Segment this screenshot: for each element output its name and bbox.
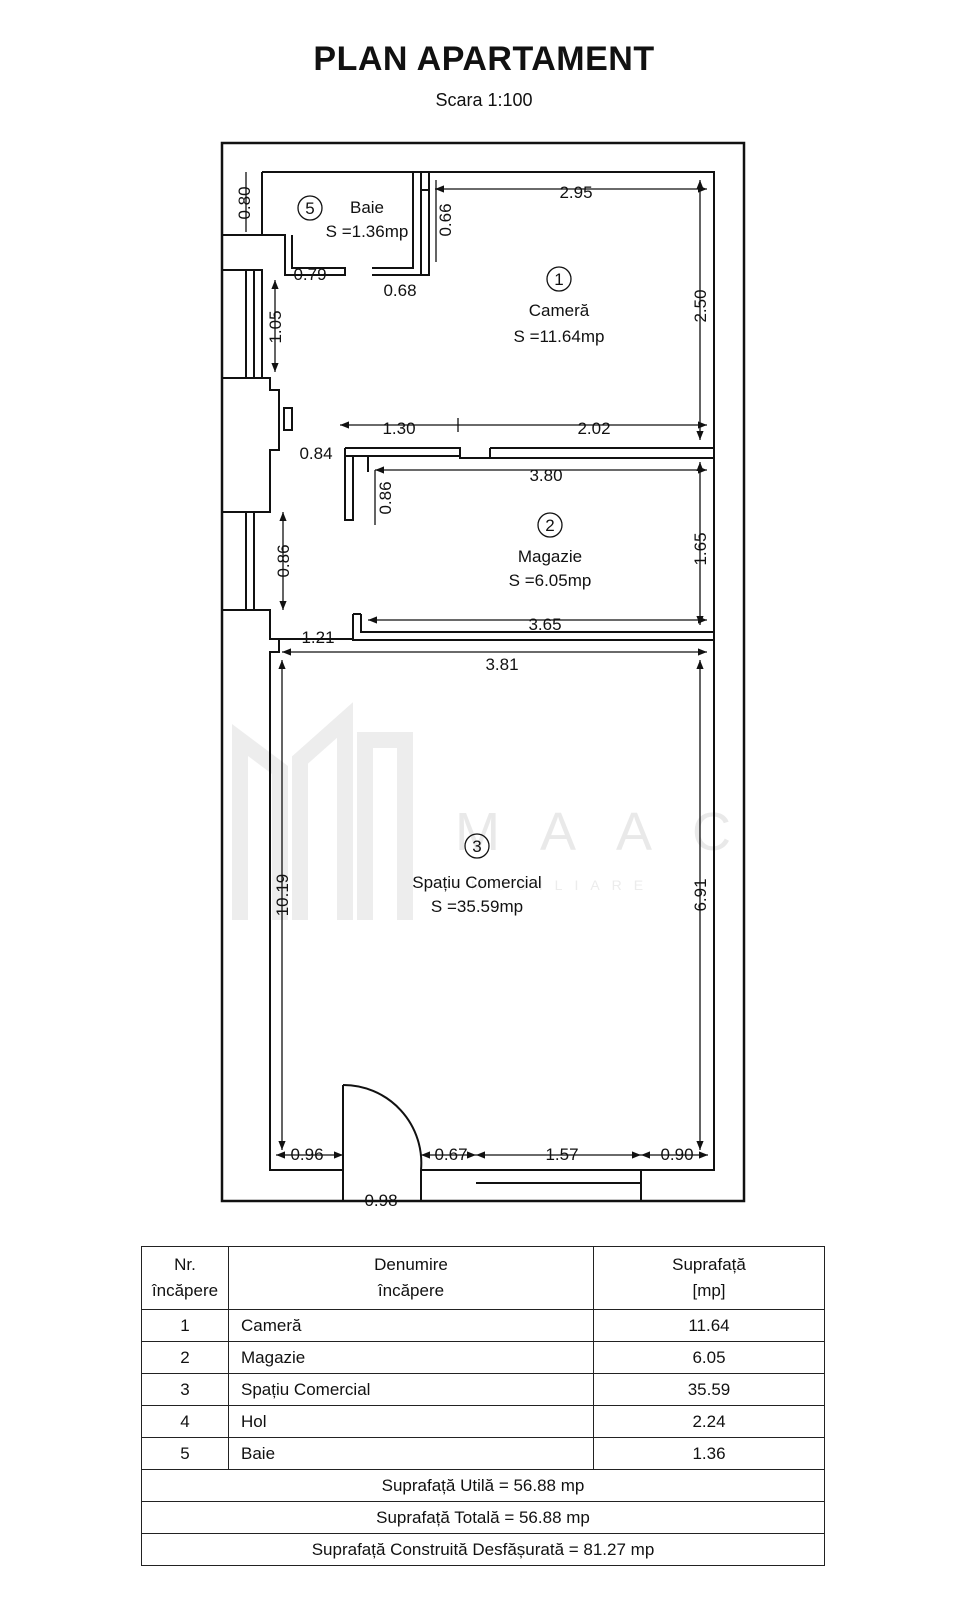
room-name: Cameră bbox=[529, 301, 590, 320]
header-area: Suprafață [mp] bbox=[593, 1246, 825, 1310]
entry-door bbox=[342, 1083, 423, 1171]
room-name: Spațiu Comercial bbox=[412, 873, 541, 892]
room-name: Baie bbox=[350, 198, 384, 217]
room-number: 5 bbox=[305, 199, 314, 218]
cell-nr: 1 bbox=[141, 1309, 229, 1342]
dimension-lines bbox=[245, 172, 708, 1159]
room-number: 1 bbox=[554, 270, 563, 289]
cell-name: Cameră bbox=[228, 1309, 594, 1342]
room-magazie: 2 Magazie S =6.05mp bbox=[509, 512, 592, 590]
header-nr: Nr. încăpere bbox=[141, 1246, 229, 1310]
total-row-totala: Suprafață Totală = 56.88 mp bbox=[141, 1501, 825, 1534]
room-area: S =11.64mp bbox=[514, 327, 605, 346]
cell-area: 6.05 bbox=[593, 1341, 825, 1374]
dimension-labels: 0.80 0.66 0.79 0.68 2.95 2.50 1.05 1.30 … bbox=[235, 183, 710, 1210]
room-area: S =1.36mp bbox=[326, 222, 409, 241]
table-row: 1 Cameră 11.64 bbox=[141, 1309, 825, 1342]
dim-baie-height: 0.80 bbox=[235, 186, 254, 219]
cell-name: Spațiu Comercial bbox=[228, 1373, 594, 1406]
total-row-construita: Suprafață Construită Desfășurată = 81.27… bbox=[141, 1533, 825, 1566]
header-name: Denumire încăpere bbox=[228, 1246, 594, 1310]
dim-baie-wall-right: 0.68 bbox=[383, 281, 416, 300]
room-number: 3 bbox=[472, 837, 481, 856]
cell-area: 35.59 bbox=[593, 1373, 825, 1406]
cell-name: Magazie bbox=[228, 1341, 594, 1374]
dim-window-left-2: 0.86 bbox=[274, 544, 293, 577]
area-table: Nr. încăpere Denumire încăpere Suprafață… bbox=[141, 1246, 825, 1566]
dim-camera-width: 2.95 bbox=[559, 183, 592, 202]
table-row: 3 Spațiu Comercial 35.59 bbox=[141, 1373, 825, 1406]
floor-plan: MAAC IMOBILIARE bbox=[220, 141, 771, 1210]
table-row: 2 Magazie 6.05 bbox=[141, 1341, 825, 1374]
cell-name: Hol bbox=[228, 1405, 594, 1438]
dim-bottom-left: 0.96 bbox=[290, 1145, 323, 1164]
scale-label: Scara 1:100 bbox=[435, 90, 533, 110]
dim-bottom-window: 1.57 bbox=[545, 1145, 578, 1164]
total-totala: Suprafață Totală = 56.88 mp bbox=[141, 1501, 825, 1534]
walls bbox=[220, 141, 746, 1203]
room-name: Magazie bbox=[518, 547, 582, 566]
cell-nr: 3 bbox=[141, 1373, 229, 1406]
dim-spatiu-left: 10.19 bbox=[273, 874, 292, 917]
dim-magazie-bottom: 3.65 bbox=[528, 615, 561, 634]
room-baie: 5 Baie S =1.36mp bbox=[297, 195, 409, 241]
room-number: 2 bbox=[545, 516, 554, 535]
dim-magazie-height: 1.65 bbox=[691, 532, 710, 565]
dim-spatiu-top: 3.81 bbox=[485, 655, 518, 674]
room-spatiu-comercial: 3 Spațiu Comercial S =35.59mp bbox=[412, 833, 542, 916]
cell-area: 1.36 bbox=[593, 1437, 825, 1470]
dim-camera-bottom: 2.02 bbox=[577, 419, 610, 438]
cell-nr: 5 bbox=[141, 1437, 229, 1470]
table-row: 5 Baie 1.36 bbox=[141, 1437, 825, 1470]
cell-area: 2.24 bbox=[593, 1405, 825, 1438]
dim-magazie-top: 3.80 bbox=[529, 466, 562, 485]
total-row-utila: Suprafață Utilă = 56.88 mp bbox=[141, 1469, 825, 1502]
dim-baie-door: 0.66 bbox=[436, 203, 455, 236]
total-construita: Suprafață Construită Desfășurată = 81.27… bbox=[141, 1533, 825, 1566]
table-header-row: Nr. încăpere Denumire încăpere Suprafață… bbox=[141, 1246, 825, 1310]
room-area: S =35.59mp bbox=[431, 897, 523, 916]
dim-hol-width: 1.30 bbox=[382, 419, 415, 438]
cell-area: 11.64 bbox=[593, 1309, 825, 1342]
cell-nr: 4 bbox=[141, 1405, 229, 1438]
page-title: PLAN APARTAMENT bbox=[313, 40, 655, 78]
table-row: 4 Hol 2.24 bbox=[141, 1405, 825, 1438]
room-camera: 1 Cameră S =11.64mp bbox=[514, 266, 605, 346]
dim-window-left: 1.05 bbox=[266, 310, 285, 343]
dim-bottom-mid-left: 0.67 bbox=[434, 1145, 467, 1164]
dim-hol-left: 0.84 bbox=[299, 444, 332, 463]
dim-spatiu-right: 6.91 bbox=[691, 878, 710, 911]
dim-hol-door: 0.86 bbox=[376, 481, 395, 514]
dim-baie-wall-left: 0.79 bbox=[293, 265, 326, 284]
total-utila: Suprafață Utilă = 56.88 mp bbox=[141, 1469, 825, 1502]
dim-camera-height: 2.50 bbox=[691, 289, 710, 322]
room-area: S =6.05mp bbox=[509, 571, 592, 590]
watermark-sub: IMOBILIARE bbox=[455, 877, 655, 893]
dim-bottom-right: 0.90 bbox=[660, 1145, 693, 1164]
dim-entry-door: 0.98 bbox=[364, 1191, 397, 1210]
cell-nr: 2 bbox=[141, 1341, 229, 1374]
dim-hol-bottom: 1.21 bbox=[301, 628, 334, 647]
cell-name: Baie bbox=[228, 1437, 594, 1470]
watermark-brand: MAAC bbox=[455, 802, 771, 862]
